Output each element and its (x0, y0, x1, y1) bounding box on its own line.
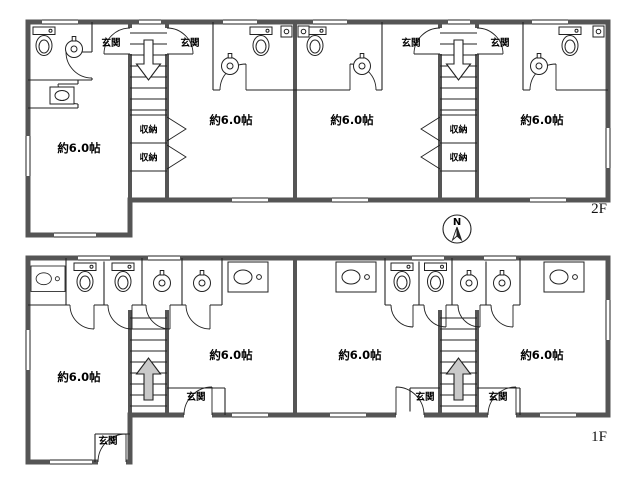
room-size-label: 約6.0帖 (209, 113, 253, 127)
sink-icon (221, 53, 239, 75)
2f-partition-walls (28, 22, 608, 172)
washbasin-icon (460, 270, 478, 292)
entrance-label: 玄関 (415, 391, 434, 403)
entrance-label: 玄関 (401, 37, 420, 49)
1f-partition-walls (28, 258, 521, 462)
stairs-down-arrow-icon (445, 39, 472, 81)
floor-label-1f: 1F (591, 429, 607, 445)
toilet-icon (32, 26, 56, 56)
2f-staircases (130, 32, 477, 111)
entrance-label: 玄関 (98, 435, 117, 447)
stairs-up-arrow-icon (135, 357, 162, 401)
counter-sink-icon (543, 261, 585, 293)
storage-label: 収納 (449, 152, 467, 164)
room-size-label: 約6.0帖 (520, 348, 564, 362)
1f-staircases (130, 317, 477, 407)
window-glass-lines (25, 19, 611, 238)
2f-unit-walls (128, 22, 479, 200)
1f-windows (24, 254, 612, 466)
storage-label: 収納 (449, 124, 467, 136)
entrance-label: 玄関 (488, 391, 507, 403)
entrance-label: 玄関 (490, 37, 509, 49)
washbasin-icon (493, 270, 511, 292)
toilet-icon (111, 262, 135, 292)
room-size-label: 約6.0帖 (57, 141, 101, 155)
1f-fixtures (30, 261, 585, 293)
room-size-label: 約6.0帖 (520, 113, 564, 127)
window-glass-lines (25, 255, 611, 465)
counter-sink-icon (335, 261, 377, 293)
2f-fixtures (32, 25, 605, 105)
toilet-icon (558, 26, 582, 56)
counter-sink-icon (227, 261, 269, 293)
washbasin-icon (193, 270, 211, 292)
storage-label: 収納 (139, 124, 157, 136)
sink-icon (530, 53, 548, 75)
compass-north-indicator: N (442, 214, 472, 244)
compass-needle-east-icon (456, 226, 463, 242)
washbasin-icon (153, 270, 171, 292)
sink-icon (353, 53, 371, 75)
toilet-icon (424, 262, 447, 292)
corner-shelf-basin-icon (283, 28, 290, 35)
corner-shelf-basin-icon (300, 28, 307, 35)
closet-folding-doors (166, 116, 441, 170)
door-swing-arcs (69, 304, 517, 463)
compass-needle-west-icon (451, 226, 458, 242)
room-size-label: 約6.0帖 (330, 113, 374, 127)
toilet-icon (73, 262, 97, 292)
corner-shelf-basin-icon (595, 28, 602, 35)
compass-north-label: N (453, 217, 461, 228)
1f-doors (69, 302, 517, 466)
toilet-icon (249, 26, 273, 56)
2f-doors (57, 27, 557, 170)
entrance-label: 玄関 (180, 37, 199, 49)
toilet-icon (390, 262, 414, 292)
2f-windows (24, 18, 612, 239)
floor-label-2f: 2F (591, 201, 607, 217)
compass-circle (442, 214, 472, 244)
stairs-up-arrow-icon (445, 357, 472, 401)
stairs-down-arrow-icon (135, 39, 162, 81)
floor-1f: 約6.0帖 約6.0帖 約6.0帖 約6.0帖 玄関 玄関 玄関 玄関 1F (24, 254, 612, 466)
entrance-label: 玄関 (186, 391, 205, 403)
storage-label: 収納 (139, 152, 157, 164)
room-size-label: 約6.0帖 (338, 348, 382, 362)
sink-icon (65, 36, 83, 58)
floor-2f: 玄関 玄関 玄関 玄関 収納 収納 収納 収納 約6.0帖 約6.0帖 約6.0… (24, 18, 612, 239)
room-size-label: 約6.0帖 (57, 370, 101, 384)
washbasin-icon (49, 86, 75, 105)
room-size-label: 約6.0帖 (209, 348, 253, 362)
counter-sink-icon (30, 265, 66, 292)
entrance-label: 玄関 (101, 37, 120, 49)
